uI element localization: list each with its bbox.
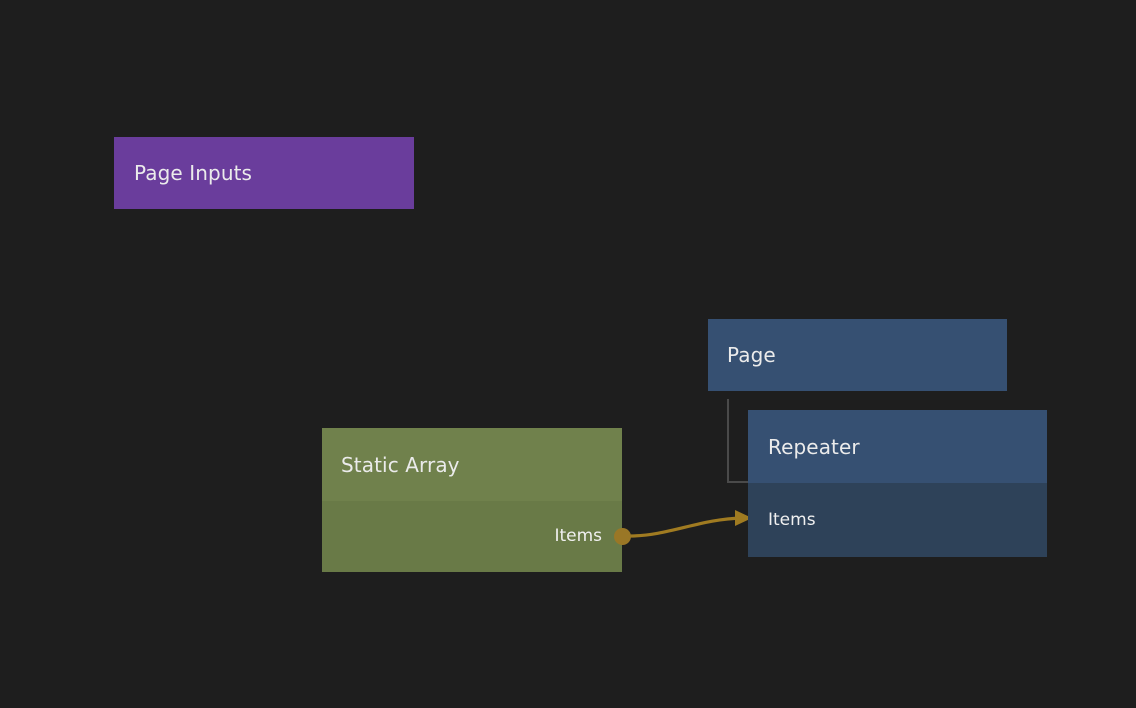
node-static-array-header[interactable]: Static Array: [322, 428, 622, 501]
node-repeater-title: Repeater: [768, 434, 860, 459]
port-connector-dot-static-array-items[interactable]: [614, 528, 631, 545]
node-static-array[interactable]: Static Array Items: [322, 428, 622, 572]
node-repeater-header[interactable]: Repeater: [748, 410, 1047, 483]
node-repeater[interactable]: Repeater Items: [748, 410, 1047, 557]
containment-bracket-page-repeater: [727, 399, 749, 483]
node-page-inputs-title: Page Inputs: [134, 161, 253, 185]
node-repeater-port-items-label: Items: [768, 509, 816, 530]
node-page-header[interactable]: Page: [708, 319, 1007, 391]
node-page-title: Page: [727, 343, 776, 367]
edge-static-array-items-to-repeater-items[interactable]: [628, 516, 744, 538]
node-page[interactable]: Page: [708, 319, 1007, 391]
node-static-array-port-items-label: Items: [554, 526, 602, 546]
node-static-array-port-items[interactable]: Items: [322, 501, 622, 572]
node-page-inputs[interactable]: Page Inputs: [114, 137, 414, 209]
node-page-inputs-header[interactable]: Page Inputs: [114, 137, 414, 209]
node-static-array-title: Static Array: [341, 452, 460, 477]
edge-arrowhead-icon: [735, 510, 752, 526]
node-repeater-port-items[interactable]: Items: [748, 483, 1047, 557]
